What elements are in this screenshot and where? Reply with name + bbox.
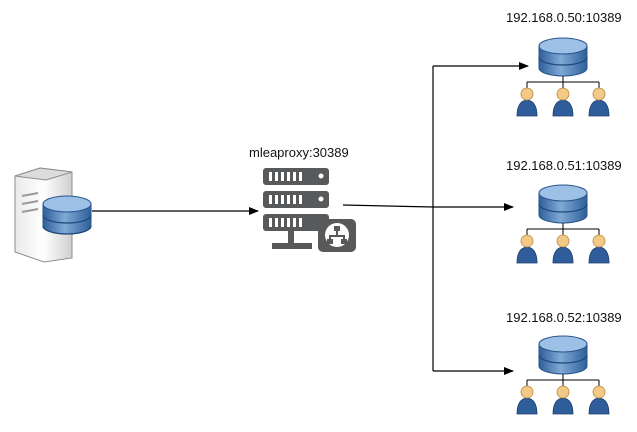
proxy-trunk-line bbox=[342, 204, 434, 208]
target-1-directory-icon bbox=[517, 38, 609, 116]
target-3-label: 192.168.0.52:10389 bbox=[506, 310, 622, 325]
connector-lines bbox=[92, 62, 529, 375]
target-2-directory-icon bbox=[517, 185, 609, 263]
proxy-label: mleaproxy:30389 bbox=[249, 145, 349, 160]
target-1-label: 192.168.0.50:10389 bbox=[506, 10, 622, 25]
target-3-directory-icon bbox=[517, 336, 609, 414]
client-server-database-icon bbox=[14, 167, 92, 263]
proxy-server-icon bbox=[263, 168, 356, 252]
target-2-label: 192.168.0.51:10389 bbox=[506, 158, 622, 173]
